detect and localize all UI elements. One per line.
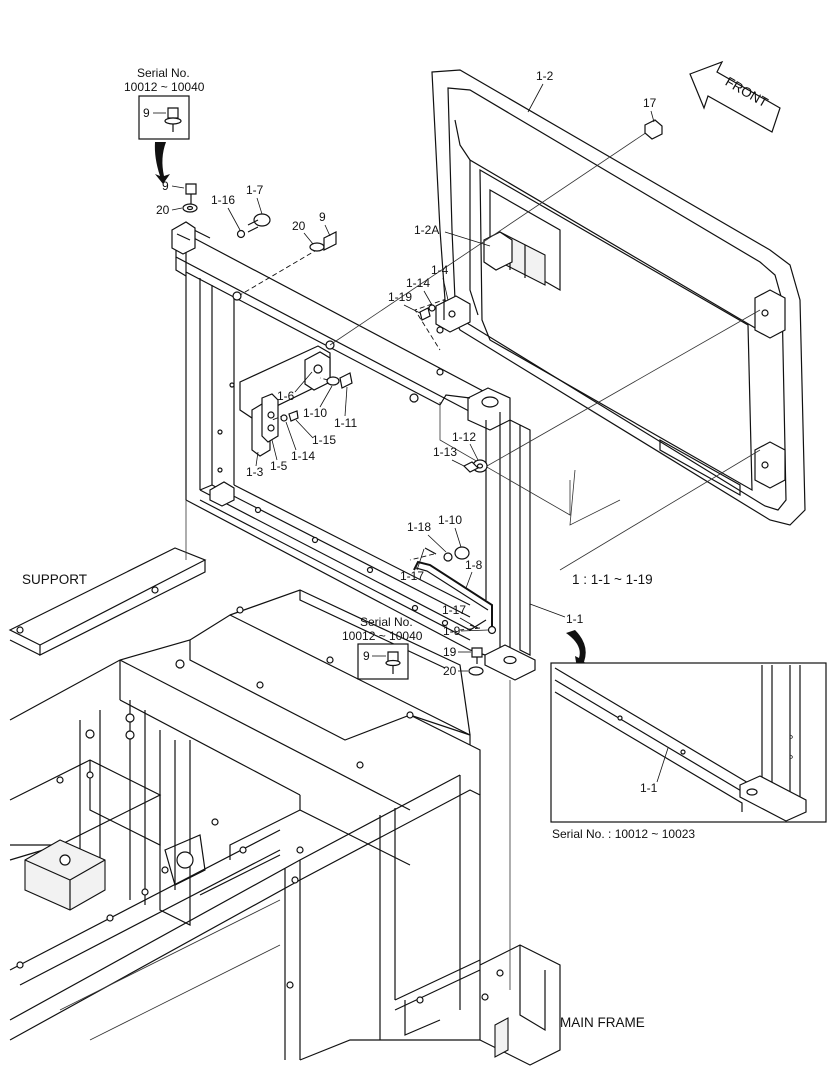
callout-1-6: 1-6: [277, 389, 295, 403]
support-frame: [171, 221, 571, 990]
callout-1-14-b: 1-14: [291, 449, 315, 463]
scope-note: 1 : 1-1 ~ 1-19: [572, 572, 653, 587]
callout-20-c: 20: [443, 664, 457, 678]
serial-mid-range: 10012 ~ 10040: [342, 629, 423, 643]
callout-17: 17: [643, 96, 657, 110]
callout-1-10-b: 1-10: [438, 513, 462, 527]
callout-9-a: 9: [162, 179, 169, 193]
callout-1-14-a: 1-14: [406, 276, 430, 290]
serial-top-arrow: [154, 142, 170, 184]
callout-1-9: 1-9: [443, 624, 461, 638]
serial-top-label: Serial No.: [137, 66, 190, 80]
cover-panel: [329, 69, 806, 571]
callout-1-18: 1-18: [407, 520, 431, 534]
serial-top-box: [138, 95, 190, 140]
detail-frame: [554, 665, 807, 822]
support-label: SUPPORT: [22, 572, 87, 587]
callouts: 9 20 1-16 1-7 20 9 1-2 17 1-2A 1-4 1-14 …: [156, 69, 657, 678]
main-frame-label: MAIN FRAME: [560, 1015, 645, 1030]
callout-20-a: 20: [156, 203, 170, 217]
callout-1-19: 1-19: [388, 290, 412, 304]
callout-19: 19: [443, 645, 457, 659]
callout-9-b: 9: [319, 210, 326, 224]
serial-mid-label: Serial No.: [360, 615, 413, 629]
callout-1-11: 1-11: [334, 416, 357, 430]
callout-1-5: 1-5: [270, 459, 288, 473]
callout-1-7: 1-7: [246, 183, 264, 197]
detail-arrow: [566, 630, 588, 668]
callout-1-1-detail: 1-1: [640, 781, 658, 795]
callout-9-box-top: 9: [143, 106, 150, 120]
callout-1-17-b: 1-17: [442, 603, 466, 617]
callout-1-17-a: 1-17: [400, 569, 424, 583]
callout-1-13: 1-13: [433, 445, 457, 459]
callout-1-2: 1-2: [536, 69, 554, 83]
callout-20-b: 20: [292, 219, 306, 233]
callout-1-1-a: 1-1: [566, 612, 584, 626]
callout-1-2A: 1-2A: [414, 223, 439, 237]
callout-1-15: 1-15: [312, 433, 336, 447]
main-frame-structure: [8, 547, 561, 1066]
callout-1-8: 1-8: [465, 558, 483, 572]
callout-1-4: 1-4: [431, 263, 449, 277]
callout-1-3: 1-3: [246, 465, 264, 479]
front-arrow: [689, 60, 781, 133]
callout-1-12: 1-12: [452, 430, 476, 444]
callout-9-box-mid: 9: [363, 649, 370, 663]
callout-1-16: 1-16: [211, 193, 235, 207]
hardware: [182, 183, 497, 676]
serial-detail-label: Serial No. : 10012 ~ 10023: [552, 827, 695, 841]
serial-top-range: 10012 ~ 10040: [124, 80, 205, 94]
callout-1-10-a: 1-10: [303, 406, 327, 420]
